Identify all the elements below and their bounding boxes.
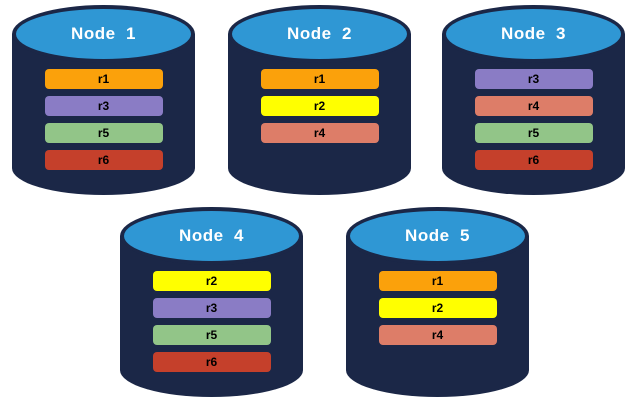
replica-bar: r2 — [260, 96, 379, 116]
node-title: Node 2 — [287, 24, 352, 43]
replica-bar: r3 — [44, 96, 163, 116]
node-5: Node 5 r1 r2 r4 — [346, 207, 529, 397]
node-title: Node 1 — [71, 24, 136, 43]
replica-list: r1 r3 r5 r6 — [12, 69, 195, 170]
replica-bar: r4 — [378, 325, 497, 345]
replica-bar: r6 — [474, 150, 593, 170]
replica-bar: r5 — [44, 123, 163, 143]
cylinder-top: Node 5 — [346, 207, 529, 265]
node-title: Node 4 — [179, 226, 244, 245]
replica-bar: r4 — [260, 123, 379, 143]
replica-bar: r2 — [152, 271, 271, 291]
node-4: Node 4 r2 r3 r5 r6 — [120, 207, 303, 397]
replica-bar: r1 — [378, 271, 497, 291]
replica-bar: r4 — [474, 96, 593, 116]
replica-bar: r3 — [152, 298, 271, 318]
cylinder-top: Node 1 — [12, 5, 195, 63]
cylinder-top: Node 3 — [442, 5, 625, 63]
replica-bar: r2 — [378, 298, 497, 318]
node-title: Node 3 — [501, 24, 566, 43]
replica-list: r1 r2 r4 — [228, 69, 411, 143]
replica-bar: r3 — [474, 69, 593, 89]
replica-bar: r6 — [152, 352, 271, 372]
replica-bar: r1 — [44, 69, 163, 89]
replica-list: r3 r4 r5 r6 — [442, 69, 625, 170]
replica-list: r1 r2 r4 — [346, 271, 529, 345]
replica-list: r2 r3 r5 r6 — [120, 271, 303, 372]
node-3: Node 3 r3 r4 r5 r6 — [442, 5, 625, 195]
node-title: Node 5 — [405, 226, 470, 245]
node-2: Node 2 r1 r2 r4 — [228, 5, 411, 195]
node-1: Node 1 r1 r3 r5 r6 — [12, 5, 195, 195]
replica-bar: r6 — [44, 150, 163, 170]
replica-bar: r1 — [260, 69, 379, 89]
cylinder-top: Node 4 — [120, 207, 303, 265]
replica-bar: r5 — [474, 123, 593, 143]
cylinder-top: Node 2 — [228, 5, 411, 63]
replica-bar: r5 — [152, 325, 271, 345]
